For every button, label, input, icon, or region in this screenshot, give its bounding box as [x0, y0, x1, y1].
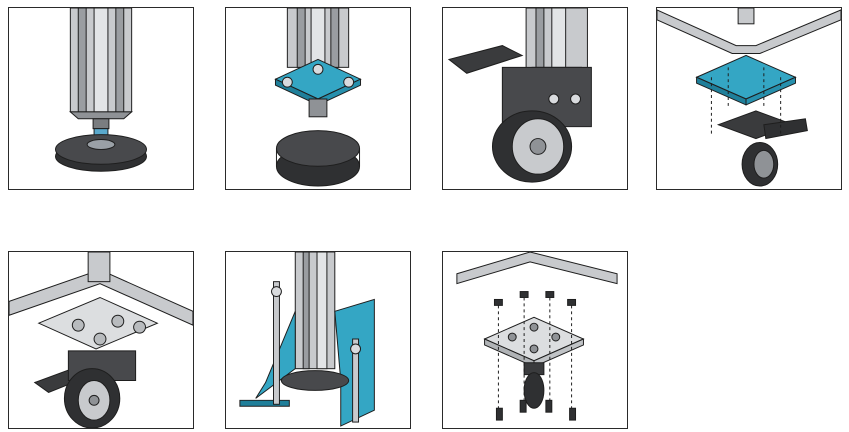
corner-caster-icon — [9, 252, 193, 428]
caster-wheel-icon — [447, 8, 592, 183]
product-image-leveling-foot-plate[interactable] — [225, 7, 411, 190]
leveling-foot-plate-icon — [274, 8, 362, 187]
leveling-foot-bracket-icon — [239, 252, 375, 427]
caster-mounting-plate-exploded-icon — [657, 8, 841, 187]
product-image-leveling-foot-bracket[interactable] — [225, 251, 411, 429]
product-image-corner-caster[interactable] — [8, 251, 194, 429]
product-image-leveling-foot[interactable] — [8, 7, 194, 190]
leveling-foot-icon — [55, 8, 147, 172]
product-image-caster-mounting-plate-exploded[interactable] — [656, 7, 842, 190]
product-image-corner-caster-exploded[interactable] — [442, 251, 628, 429]
product-image-caster-wheel[interactable] — [442, 7, 628, 190]
corner-caster-exploded-icon — [456, 252, 618, 421]
